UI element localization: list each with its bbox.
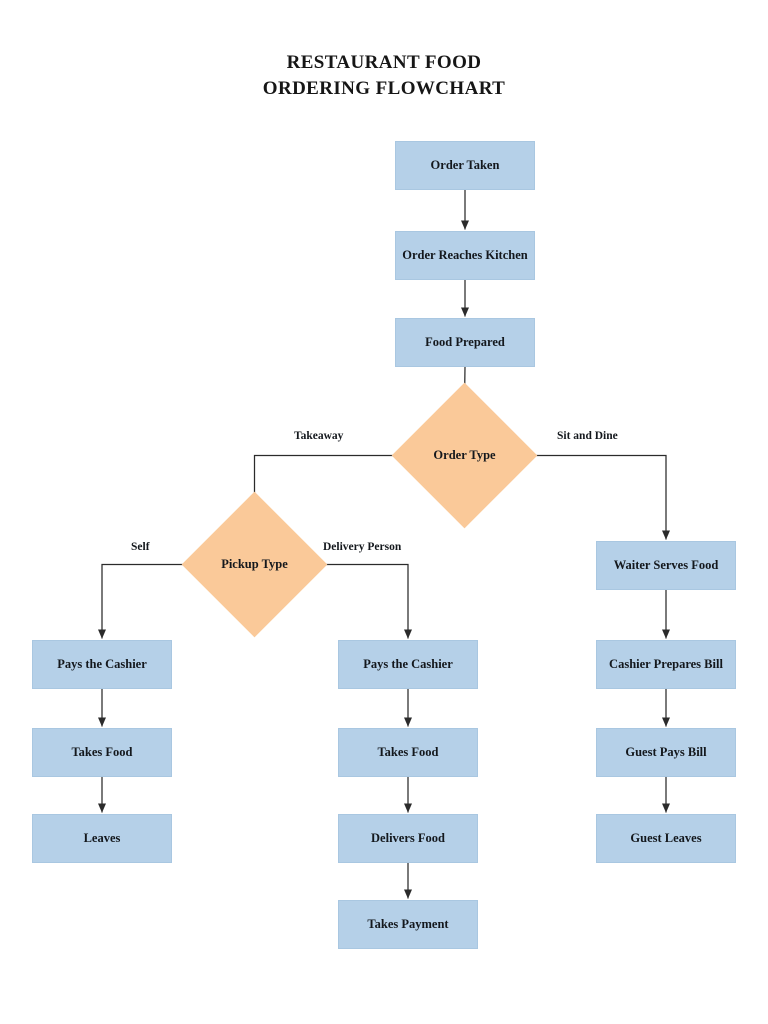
edge-label-self: Self (131, 541, 150, 553)
edge-label-delivery-person: Delivery Person (323, 541, 402, 553)
node-label-cashier-bill: Cashier Prepares Bill (609, 657, 723, 672)
node-food-prepared[interactable]: Food Prepared (395, 318, 535, 367)
node-label-food-prepared: Food Prepared (425, 335, 505, 350)
node-order-reaches[interactable]: Order Reaches Kitchen (395, 231, 535, 280)
node-delivers-food[interactable]: Delivers Food (338, 814, 478, 863)
connector-pickup-type-to-self-pays (98, 563, 203, 639)
node-guest-pays-bill[interactable]: Guest Pays Bill (596, 728, 736, 777)
edge-label-sit-and-dine: Sit and Dine (557, 430, 618, 442)
page-title-line-2: ORDERING FLOWCHART (262, 77, 506, 99)
node-order-taken[interactable]: Order Taken (395, 141, 535, 190)
node-delivery-takes[interactable]: Takes Food (338, 728, 478, 777)
connector-order-type-to-waiter-serves (516, 454, 671, 540)
edge-label-takeaway: Takeaway (294, 430, 344, 442)
connector-pickup-type-to-delivery-pays (306, 563, 413, 639)
node-label-self-takes: Takes Food (71, 745, 133, 760)
node-delivery-pays[interactable]: Pays the Cashier (338, 640, 478, 689)
node-label-delivers-food: Delivers Food (371, 831, 445, 846)
node-takes-payment[interactable]: Takes Payment (338, 900, 478, 949)
node-label-delivery-takes: Takes Food (377, 745, 439, 760)
node-self-pays[interactable]: Pays the Cashier (32, 640, 172, 689)
page-title-line-1: RESTAURANT FOOD (286, 52, 482, 73)
page-title: RESTAURANT FOOD ORDERING FLOWCHART (0, 50, 768, 101)
connector-order-type-to-pickup-type (250, 454, 413, 512)
node-label-takes-payment: Takes Payment (367, 917, 449, 932)
node-self-takes[interactable]: Takes Food (32, 728, 172, 777)
node-label-order-taken: Order Taken (430, 158, 500, 173)
node-label-self-leaves: Leaves (83, 831, 121, 846)
node-order-type[interactable]: Order Type (391, 382, 538, 529)
node-pickup-type[interactable]: Pickup Type (181, 491, 328, 638)
node-label-delivery-pays: Pays the Cashier (363, 657, 453, 672)
node-cashier-bill[interactable]: Cashier Prepares Bill (596, 640, 736, 689)
node-label-waiter-serves: Waiter Serves Food (613, 558, 719, 573)
node-waiter-serves[interactable]: Waiter Serves Food (596, 541, 736, 590)
node-self-leaves[interactable]: Leaves (32, 814, 172, 863)
node-label-guest-leaves: Guest Leaves (630, 831, 702, 846)
node-label-guest-pays-bill: Guest Pays Bill (625, 745, 707, 760)
node-label-order-type: Order Type (433, 448, 496, 463)
node-label-pickup-type: Pickup Type (221, 557, 288, 572)
node-guest-leaves[interactable]: Guest Leaves (596, 814, 736, 863)
node-label-order-reaches: Order Reaches Kitchen (402, 248, 528, 263)
node-label-self-pays: Pays the Cashier (57, 657, 147, 672)
